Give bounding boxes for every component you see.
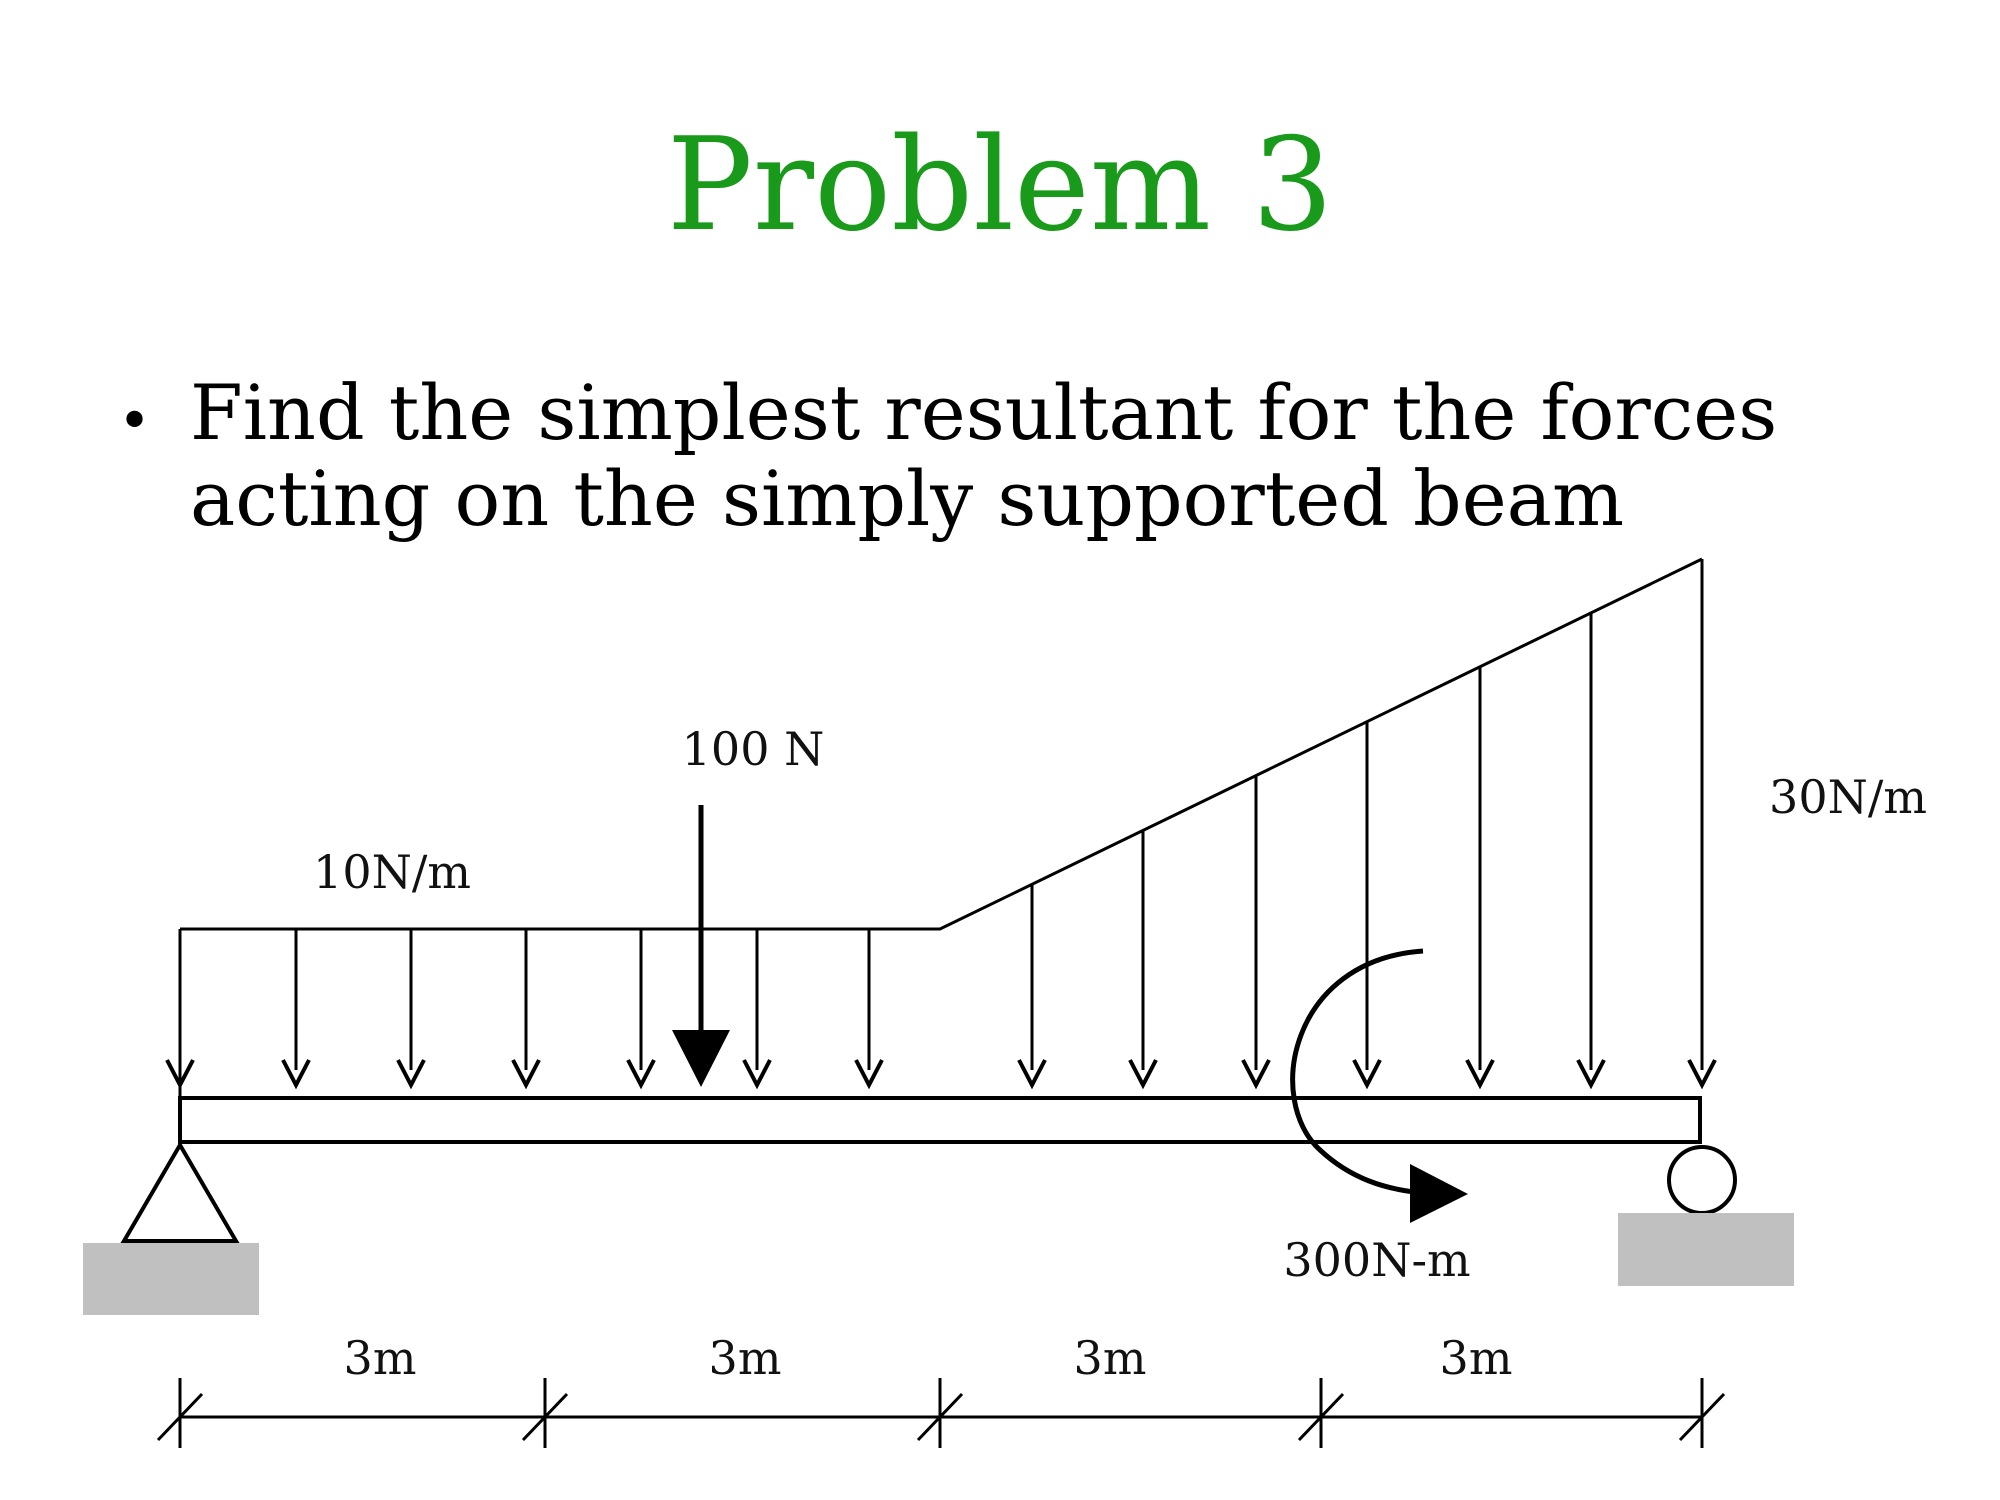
moment-label: 300N-m [1283,1233,1470,1287]
load-arrowhead [1352,1059,1382,1090]
load-arrowhead [165,1059,195,1090]
load-arrows [165,559,1717,1090]
load-arrowhead [1687,1059,1717,1090]
span-label: 3m [1074,1331,1147,1385]
uniform-load-label: 10N/m [313,845,471,899]
dimension-line [156,1378,1726,1448]
pin-support [83,1141,259,1315]
distributed-load-outline [178,557,1703,1098]
span-label: 3m [344,1331,417,1385]
dimension-tick-slash [156,1392,204,1442]
load-arrowhead [1576,1059,1606,1090]
dimension-ticks [156,1378,1726,1448]
load-top-line [180,557,1703,931]
load-arrowhead [396,1059,426,1090]
bullet-line-1: Find the simplest resultant for the forc… [190,368,1778,457]
dimension-tick-slash [521,1392,569,1442]
span-label: 3m [1440,1331,1513,1385]
moment-arc [1290,948,1426,1196]
roller-support [1618,1145,1794,1286]
load-arrowhead [1241,1059,1271,1090]
bullet-dot: • [118,389,152,454]
bullet-text: Find the simplest resultant for the forc… [190,370,1890,542]
span-label: 3m [709,1331,782,1385]
pin-support-base [83,1243,259,1315]
point-load-arrow [672,805,730,1087]
point-load-label: 100 N [682,722,825,776]
load-arrowhead [626,1059,656,1090]
moment-arrow [1290,948,1468,1223]
dimension-tick-slash [916,1392,964,1442]
pin-support-triangle [120,1141,240,1243]
load-arrowhead [1017,1059,1047,1090]
beam-body [178,1096,1702,1144]
load-arrowhead [854,1059,884,1090]
beam [178,1096,1702,1144]
dimension-tick-slash [1297,1392,1345,1442]
load-arrowhead [281,1059,311,1090]
max-load-label: 30N/m [1769,770,1927,824]
load-arrowhead [1128,1059,1158,1090]
load-arrowhead [742,1059,772,1090]
roller-support-base [1618,1213,1794,1286]
load-arrowhead [511,1059,541,1090]
bullet-line-2: acting on the simply supported beam [190,454,1625,543]
roller-support-circle [1667,1145,1737,1215]
dimension-tick-slash [1678,1392,1726,1442]
load-arrowhead [1465,1059,1495,1090]
point-load-arrowhead [672,1030,730,1087]
moment-arrowhead [1410,1164,1468,1223]
slide-title: Problem 3 [666,111,1334,260]
